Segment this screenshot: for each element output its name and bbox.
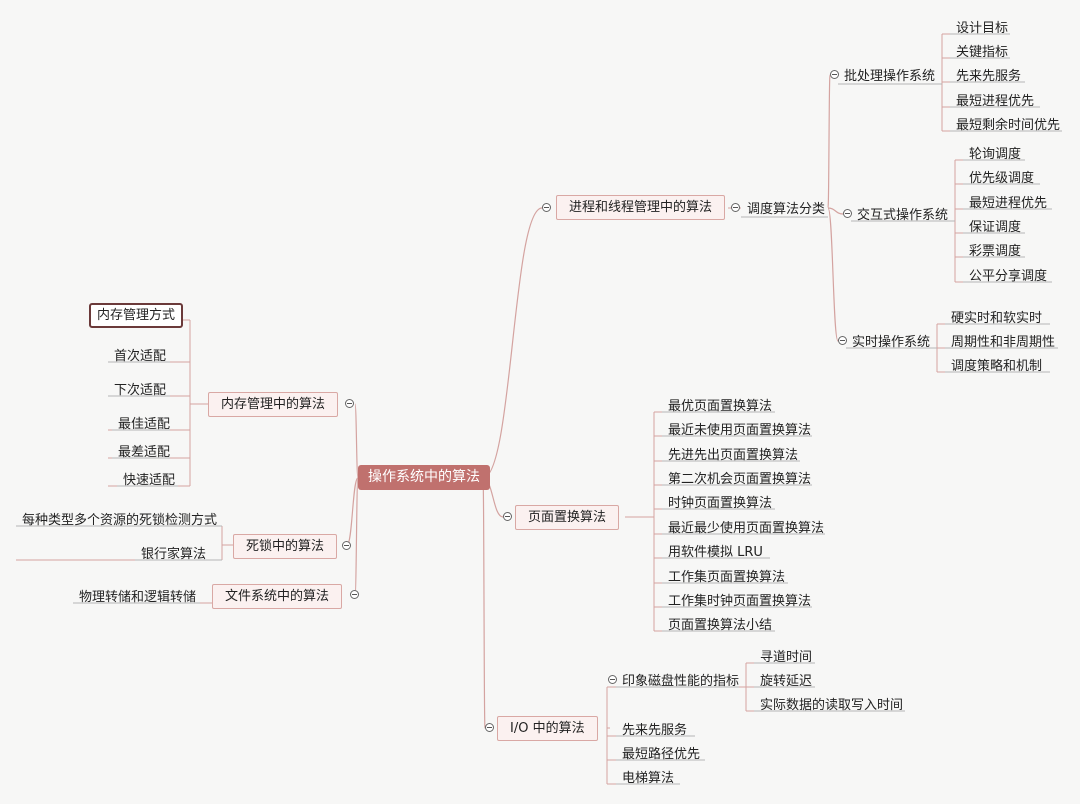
collapse-toggle-icon[interactable]	[485, 723, 494, 732]
leaf-memory-0-selected[interactable]: 内存管理方式	[89, 303, 184, 328]
leaf-interactive-5[interactable]: 公平分享调度	[969, 269, 1048, 284]
leaf-interactive-0[interactable]: 轮询调度	[969, 147, 1022, 162]
connector-line	[482, 207, 543, 479]
leaf-page-5[interactable]: 最近最少使用页面置换算法	[668, 521, 825, 536]
leaf-page-3[interactable]: 第二次机会页面置换算法	[668, 472, 812, 487]
leaf-realtime-1[interactable]: 周期性和非周期性	[951, 335, 1056, 350]
node-realtime-os[interactable]: 实时操作系统	[852, 335, 931, 350]
node-batch-os[interactable]: 批处理操作系统	[844, 69, 936, 84]
branch-filesystem[interactable]: 文件系统中的算法	[212, 584, 343, 609]
collapse-toggle-icon[interactable]	[342, 541, 351, 550]
leaf-page-4[interactable]: 时钟页面置换算法	[668, 496, 773, 511]
leaf-realtime-0[interactable]: 硬实时和软实时	[951, 311, 1043, 326]
collapse-toggle-icon[interactable]	[345, 399, 354, 408]
leaf-interactive-3[interactable]: 保证调度	[969, 220, 1022, 235]
leaf-memory-5[interactable]: 快速适配	[123, 473, 176, 488]
node-schedule-classification[interactable]: 调度算法分类	[747, 202, 826, 217]
leaf-deadlock-0[interactable]: 每种类型多个资源的死锁检测方式	[22, 513, 218, 528]
branch-process-threads[interactable]: 进程和线程管理中的算法	[556, 195, 726, 220]
leaf-page-1[interactable]: 最近未使用页面置换算法	[668, 423, 812, 438]
branch-deadlock[interactable]: 死锁中的算法	[233, 534, 338, 559]
leaf-disk-0[interactable]: 寻道时间	[760, 650, 813, 665]
leaf-interactive-4[interactable]: 彩票调度	[969, 244, 1022, 259]
leaf-fs-0[interactable]: 物理转储和逻辑转储	[79, 590, 197, 605]
collapse-toggle-icon[interactable]	[843, 209, 852, 218]
leaf-batch-0[interactable]: 设计目标	[956, 21, 1009, 36]
leaf-batch-3[interactable]: 最短进程优先	[956, 94, 1035, 109]
leaf-memory-1[interactable]: 首次适配	[114, 349, 167, 364]
leaf-realtime-2[interactable]: 调度策略和机制	[951, 359, 1043, 374]
branch-memory[interactable]: 内存管理中的算法	[208, 392, 339, 417]
leaf-page-8[interactable]: 工作集时钟页面置换算法	[668, 594, 812, 609]
leaf-page-7[interactable]: 工作集页面置换算法	[668, 570, 786, 585]
collapse-toggle-icon[interactable]	[838, 336, 847, 345]
leaf-memory-4[interactable]: 最差适配	[118, 445, 171, 460]
leaf-page-6[interactable]: 用软件模拟 LRU	[668, 545, 763, 560]
leaf-disk-1[interactable]: 旋转延迟	[760, 674, 813, 689]
connector-line	[354, 477, 359, 595]
connector-line	[827, 207, 839, 342]
leaf-memory-2[interactable]: 下次适配	[114, 383, 167, 398]
leaf-disk-2[interactable]: 实际数据的读取写入时间	[760, 698, 904, 713]
branch-io[interactable]: I/O 中的算法	[497, 716, 598, 741]
leaf-batch-4[interactable]: 最短剩余时间优先	[956, 118, 1061, 133]
connector-line	[354, 403, 359, 479]
leaf-batch-1[interactable]: 关键指标	[956, 45, 1009, 60]
leaf-interactive-1[interactable]: 优先级调度	[969, 171, 1035, 186]
collapse-toggle-icon[interactable]	[608, 675, 617, 684]
collapse-toggle-icon[interactable]	[503, 512, 512, 521]
leaf-page-0[interactable]: 最优页面置换算法	[668, 399, 773, 414]
leaf-io-0[interactable]: 先来先服务	[622, 723, 688, 738]
leaf-page-9[interactable]: 页面置换算法小结	[668, 618, 773, 633]
connector-line	[482, 477, 486, 729]
root-node[interactable]: 操作系统中的算法	[358, 465, 490, 490]
collapse-toggle-icon[interactable]	[830, 70, 839, 79]
node-interactive-os[interactable]: 交互式操作系统	[857, 208, 949, 223]
leaf-batch-2[interactable]: 先来先服务	[956, 69, 1022, 84]
branch-page-replacement[interactable]: 页面置换算法	[515, 505, 620, 530]
collapse-toggle-icon[interactable]	[731, 203, 740, 212]
collapse-toggle-icon[interactable]	[350, 590, 359, 599]
connector-line	[827, 74, 831, 209]
leaf-io-1[interactable]: 最短路径优先	[622, 747, 701, 762]
leaf-io-2[interactable]: 电梯算法	[622, 771, 675, 786]
leaf-page-2[interactable]: 先进先出页面置换算法	[668, 448, 799, 463]
leaf-interactive-2[interactable]: 最短进程优先	[969, 196, 1048, 211]
leaf-memory-3[interactable]: 最佳适配	[118, 417, 171, 432]
connector-line	[827, 207, 844, 215]
leaf-deadlock-1[interactable]: 银行家算法	[141, 547, 207, 562]
node-disk-metrics[interactable]: 印象磁盘性能的指标	[622, 674, 740, 689]
collapse-toggle-icon[interactable]	[542, 203, 551, 212]
